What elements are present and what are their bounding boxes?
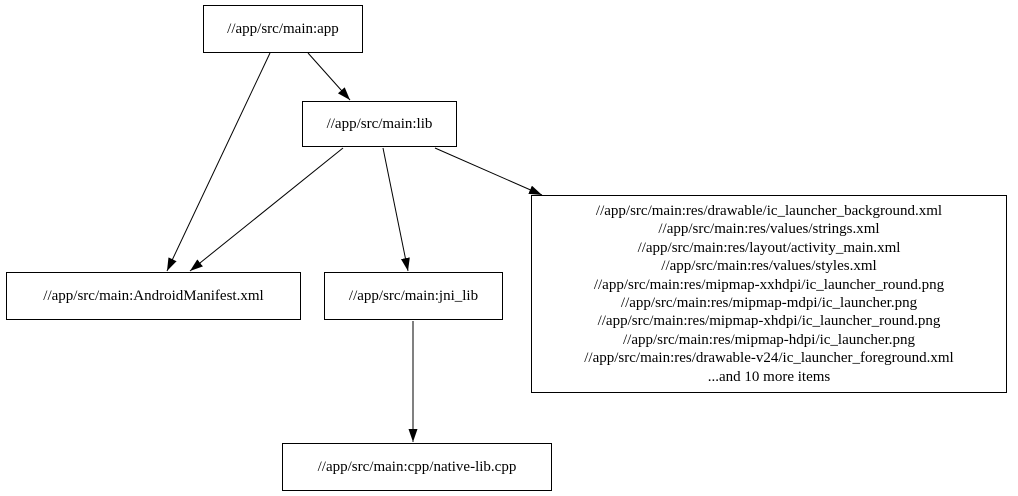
res-file-line: //app/src/main:res/mipmap-xxhdpi/ic_laun…: [593, 276, 945, 293]
res-file-line: //app/src/main:res/values/strings.xml: [658, 221, 880, 238]
node-lib: //app/src/main:lib: [302, 101, 457, 147]
res-file-line: //app/src/main:res/drawable-v24/ic_launc…: [584, 350, 954, 367]
res-more-items-line: ...and 10 more items: [707, 368, 831, 385]
node-res-file-group: //app/src/main:res/drawable/ic_launcher_…: [531, 195, 1007, 393]
edge-lib-to-jni-lib: [382, 147, 410, 272]
res-file-line: //app/src/main:res/values/styles.xml: [661, 258, 877, 275]
node-android-manifest: //app/src/main:AndroidManifest.xml: [6, 272, 301, 320]
res-file-line: //app/src/main:res/layout/activity_main.…: [637, 239, 901, 256]
edge-app-to-manifest: [166, 52, 271, 272]
edge-lib-to-res-group: [434, 147, 543, 196]
edge-lib-to-manifest: [189, 147, 344, 272]
res-file-line: //app/src/main:res/mipmap-mdpi/ic_launch…: [620, 295, 918, 311]
res-file-line: //app/src/main:res/drawable/ic_launcher_…: [595, 202, 943, 219]
res-file-line: //app/src/main:res/mipmap-hdpi/ic_launch…: [622, 331, 915, 348]
node-native-lib-cpp: //app/src/main:cpp/native-lib.cpp: [282, 443, 552, 491]
res-file-line: //app/src/main:res/mipmap-xhdpi/ic_launc…: [597, 313, 941, 330]
node-app: //app/src/main:app: [203, 5, 363, 53]
node-jni-lib: //app/src/main:jni_lib: [324, 272, 503, 320]
edge-app-to-lib: [307, 52, 351, 101]
